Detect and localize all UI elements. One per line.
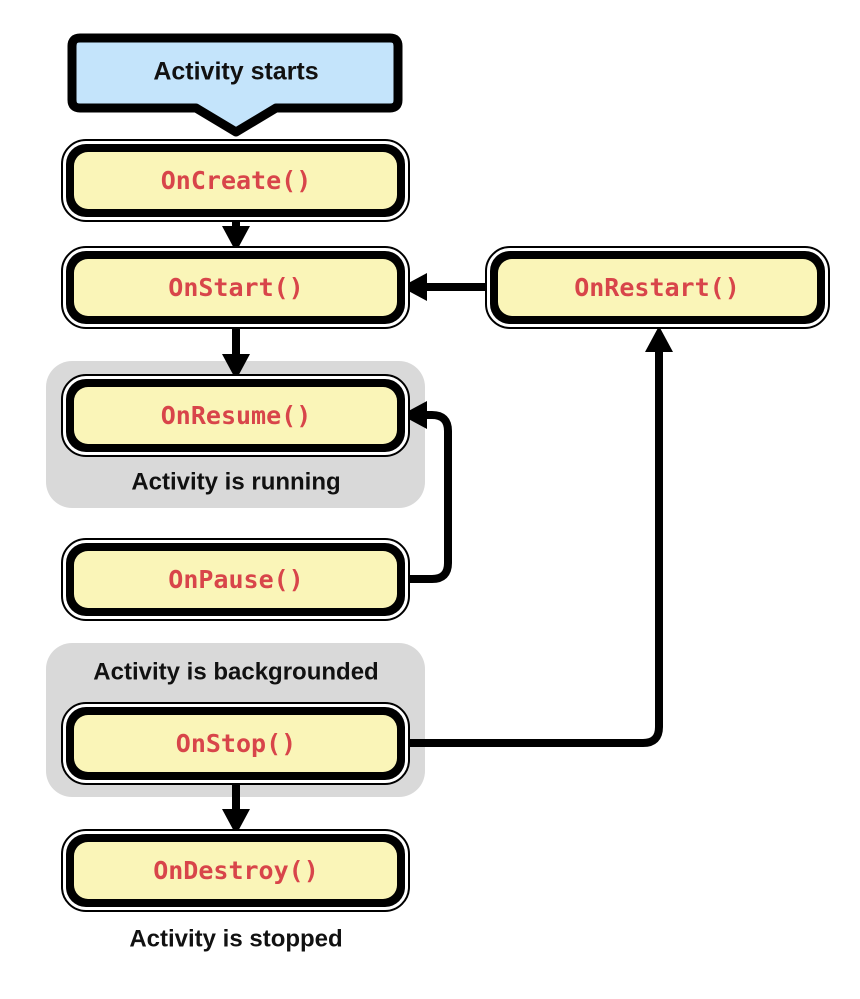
activity-starts-callout: Activity starts <box>67 33 403 137</box>
onrestart-fill <box>498 259 817 316</box>
connector-onpause-to-onresume <box>401 401 452 583</box>
arrowhead-up-onrestart <box>645 326 673 352</box>
node-onstart[interactable]: OnStart() <box>61 246 410 329</box>
onpause-label: OnPause() <box>168 565 303 594</box>
onresume-label: OnResume() <box>161 401 312 430</box>
connector-onstop-to-ondestroy <box>222 780 250 835</box>
node-oncreate[interactable]: OnCreate() <box>61 139 410 222</box>
backgrounded-band-label: Activity is backgrounded <box>93 658 378 685</box>
ondestroy-label: OnDestroy() <box>153 856 319 885</box>
node-onpause[interactable]: OnPause() <box>61 538 410 621</box>
arrowhead-down-onstop <box>222 809 250 835</box>
onpause-fill <box>74 551 397 608</box>
node-onrestart[interactable]: OnRestart() <box>485 246 830 329</box>
running-band-label: Activity is running <box>131 468 340 495</box>
arrowhead-down-oncreate <box>222 226 250 252</box>
node-onstop[interactable]: OnStop() <box>61 702 410 785</box>
connector-onstart-to-onresume <box>222 324 250 380</box>
node-onresume[interactable]: OnResume() <box>61 374 410 457</box>
onstop-label: OnStop() <box>176 729 296 758</box>
oncreate-label: OnCreate() <box>161 166 312 195</box>
arrowhead-left-onstart <box>401 273 427 301</box>
activity-starts-label: Activity starts <box>153 58 318 86</box>
ondestroy-fill <box>74 842 397 899</box>
activity-stopped-caption: Activity is stopped <box>129 925 342 952</box>
onresume-fill <box>74 387 397 444</box>
node-ondestroy[interactable]: OnDestroy() <box>61 829 410 912</box>
onstart-label: OnStart() <box>168 273 303 302</box>
connector-onstop-to-onrestart <box>405 326 673 747</box>
onstop-fill <box>74 715 397 772</box>
arrowhead-left-onresume <box>401 401 427 429</box>
oncreate-fill <box>74 152 397 209</box>
connector-onrestart-to-onstart <box>401 273 490 301</box>
onstart-fill <box>74 259 397 316</box>
arrowhead-down-onstart <box>222 354 250 380</box>
onrestart-label: OnRestart() <box>574 273 740 302</box>
